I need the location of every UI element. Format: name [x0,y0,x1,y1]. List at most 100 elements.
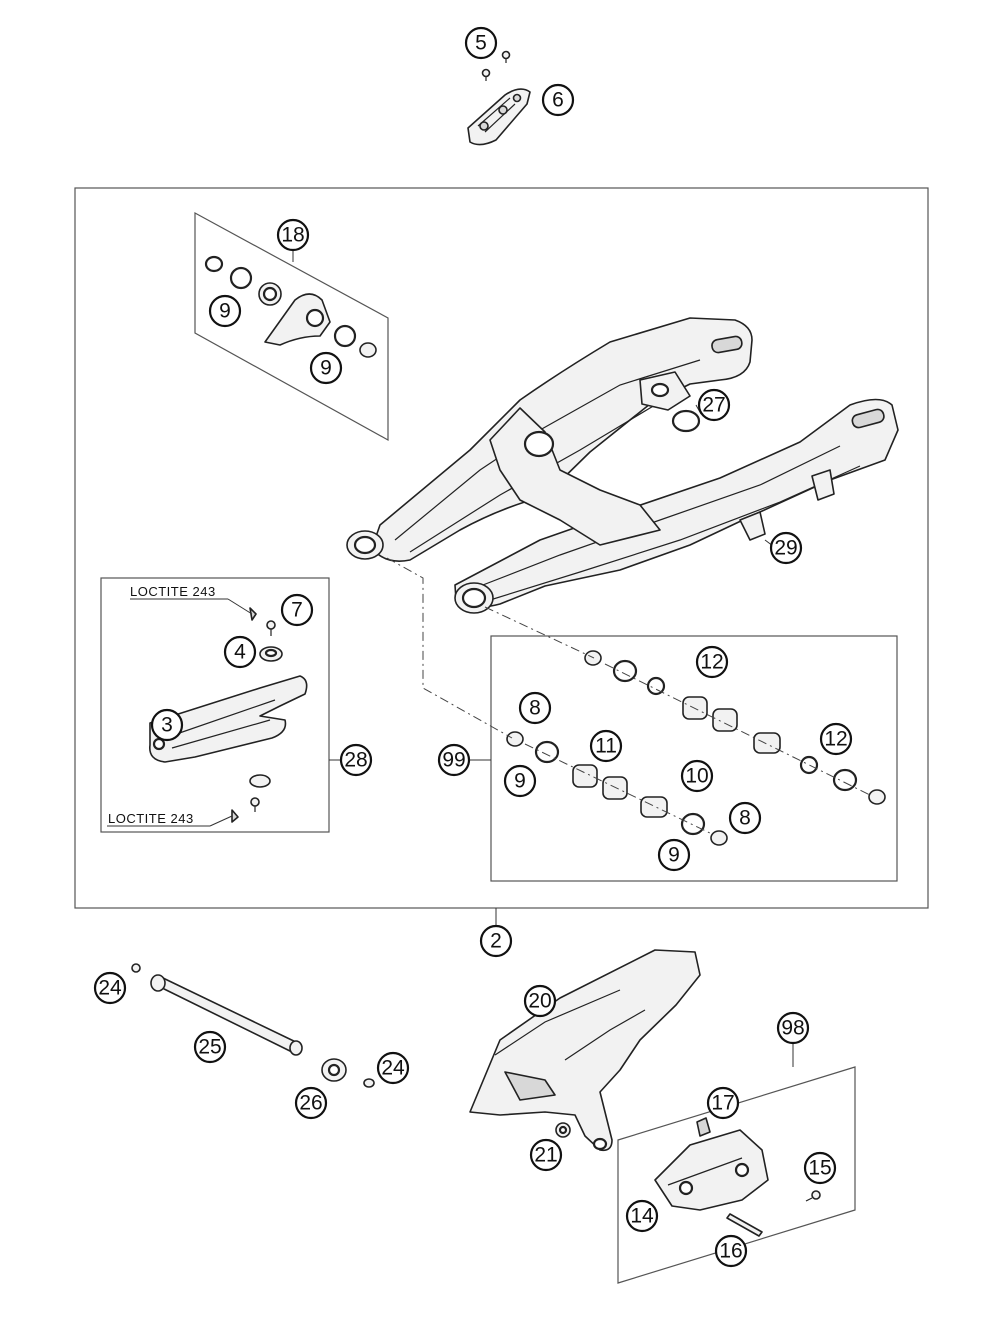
svg-text:12: 12 [700,651,723,674]
seal-ring-upper-d [868,789,886,805]
callout-17: 17 [706,1086,740,1120]
loctite-note-top: LOCTITE 243 [130,584,216,599]
svg-text:21: 21 [534,1144,557,1167]
chain-guide-14 [654,1129,769,1211]
swingarm [346,317,899,614]
callout-28: 28 [339,743,373,777]
seal-ring-upper-b [612,659,638,683]
screw-5-lower [481,68,491,81]
callout-9-right: 9 [657,838,691,872]
callout-11: 11 [589,729,623,763]
callout-25: 25 [193,1030,227,1064]
pivot-axis-upper [484,606,595,659]
svg-text:12: 12 [824,728,847,751]
needle-bearing-upper-b [712,708,738,732]
seal-ring-9-lower [333,324,357,348]
loctite-drop-top [249,607,257,621]
cap-24-right [363,1078,375,1088]
swingarm-assembly-frame [74,187,929,909]
callout-12-lower: 12 [819,722,853,756]
bushing-upper [753,732,781,754]
callout-29: 29 [769,531,803,565]
callout-6: 6 [541,83,575,117]
slider-insert-17 [696,1117,711,1137]
callout-16: 16 [714,1234,748,1268]
nut-26 [321,1058,347,1082]
chain-guide-kit-98-frame [617,1066,856,1284]
callout-24-right: 24 [376,1051,410,1085]
callout-12-upper: 12 [695,645,729,679]
svg-text:11: 11 [595,735,617,758]
callout-27: 27 [697,388,731,422]
svg-text:7: 7 [291,599,303,622]
svg-text:6: 6 [552,89,564,112]
svg-text:25: 25 [198,1036,221,1059]
svg-text:3: 3 [161,714,173,737]
callout-7: 7 [280,593,314,627]
svg-text:8: 8 [739,807,751,830]
svg-text:15: 15 [808,1157,831,1180]
bushing-10 [640,796,668,818]
svg-text:27: 27 [702,394,725,417]
seal-ring-9-upper [229,266,253,290]
washer-4 [259,646,283,662]
svg-text:9: 9 [514,770,526,793]
needle-bearing-18 [258,282,282,306]
bushing-sleeve-18 [264,293,331,346]
callout-14: 14 [625,1199,659,1233]
swingarm-axle-25 [150,974,303,1056]
thrust-washer-12-upper [646,676,666,696]
svg-text:24: 24 [98,977,122,1000]
bushing-8-right [710,830,728,846]
callout-5: 5 [464,26,498,60]
callout-99: 99 [437,743,471,777]
svg-text:5: 5 [475,32,487,55]
nut-21 [555,1122,571,1138]
callout-21: 21 [529,1138,563,1172]
svg-text:26: 26 [299,1092,322,1115]
pin-16 [726,1213,763,1237]
svg-text:9: 9 [219,300,231,323]
svg-text:17: 17 [711,1092,734,1115]
callout-24-left: 24 [93,971,127,1005]
callout-26: 26 [294,1086,328,1120]
bearing-kit-99-frame [490,635,898,882]
screw-15 [805,1190,821,1202]
callout-3: 3 [150,708,184,742]
screw-7 [266,620,276,636]
callout-18: 18 [276,218,310,252]
callout-4: 4 [223,635,257,669]
seal-ring-9-left [534,740,560,764]
chain-guide-insert [467,88,531,146]
pivot-axis-lower-kit [524,743,713,835]
callout-20: 20 [523,984,557,1018]
callout-9-left: 9 [503,764,537,798]
svg-text:14: 14 [630,1205,654,1228]
svg-text:28: 28 [344,749,367,772]
svg-text:9: 9 [668,844,680,867]
svg-text:18: 18 [281,224,304,247]
bearing-seal-18a [204,255,224,273]
screw-5-upper [501,50,511,63]
svg-text:98: 98 [781,1017,804,1040]
loctite-note-bottom: LOCTITE 243 [108,811,194,826]
needle-bearing-11b [602,776,628,800]
svg-text:4: 4 [234,641,246,664]
chain-slider-kit-28-frame [100,577,330,833]
pivot-axis-lower [386,557,513,739]
svg-text:9: 9 [320,357,332,380]
chain-guard-20 [469,949,701,1152]
callout-10: 10 [680,759,714,793]
chain-slider-3 [148,675,308,763]
pivot-tube-right [454,582,494,614]
pivot-axis-upper-kit [604,663,871,796]
svg-text:2: 2 [490,930,502,953]
cap-24-left [131,963,141,973]
callout-8-left: 8 [518,691,552,725]
callout-9-kit18-upper: 9 [208,294,242,328]
svg-text:29: 29 [774,537,797,560]
screw-lower [250,797,260,812]
callout-2: 2 [479,924,513,958]
thrust-washer-12-lower [799,755,819,775]
